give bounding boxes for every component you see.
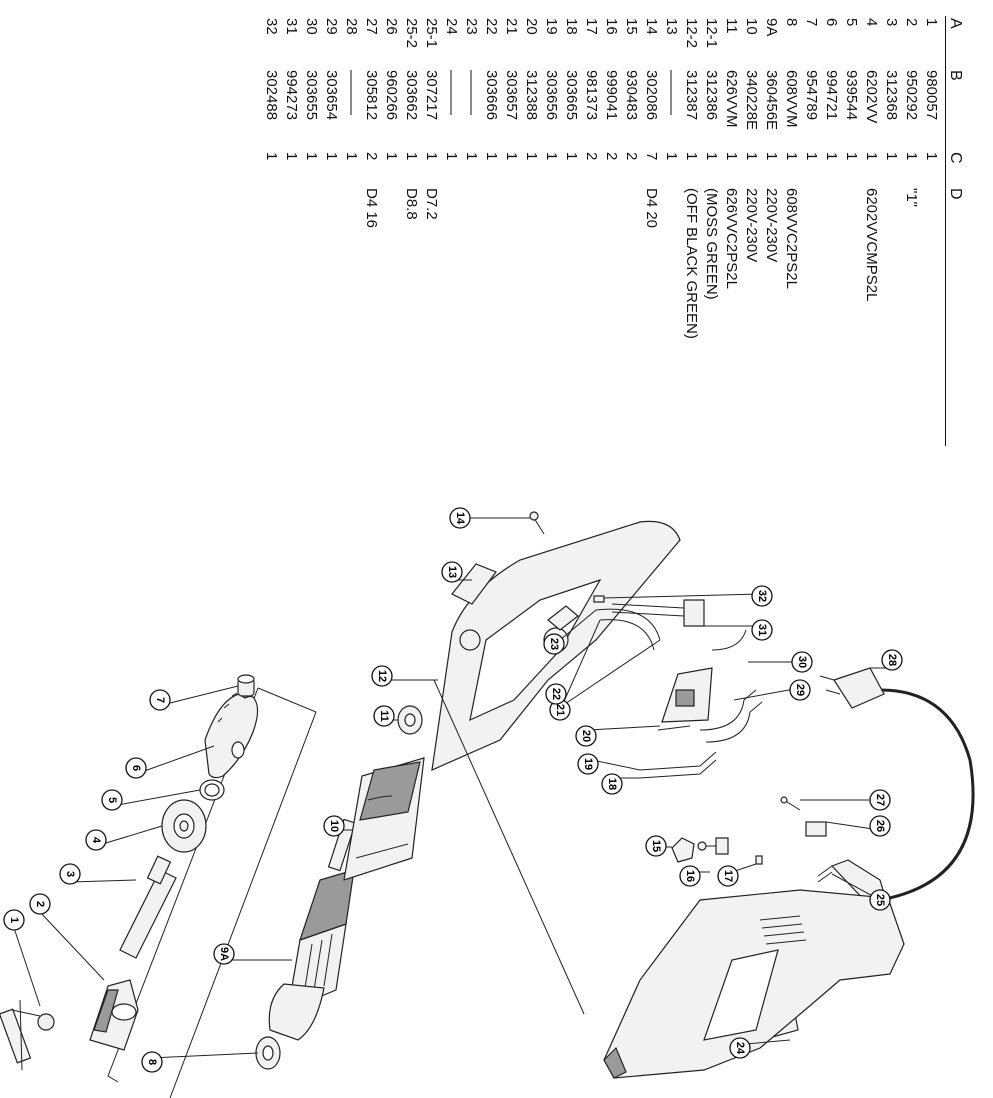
callout-label: 29 xyxy=(794,684,806,696)
callout-label: 3 xyxy=(64,871,76,877)
part-switch xyxy=(657,667,713,731)
callout-12: 12 xyxy=(371,665,393,687)
callout-label: 10 xyxy=(328,820,340,832)
part-noise-suppressor xyxy=(611,599,705,627)
callout-20: 20 xyxy=(575,725,597,747)
callout-label: 27 xyxy=(874,794,886,806)
part-chuck-key xyxy=(0,999,55,1071)
callout-22: 22 xyxy=(545,683,567,705)
callout-11: 11 xyxy=(373,705,395,727)
callout-label: 12 xyxy=(376,670,388,682)
callout-29: 29 xyxy=(789,679,811,701)
callout-2: 2 xyxy=(29,893,51,915)
callout-1: 1 xyxy=(3,909,25,931)
part-retaining-ring xyxy=(199,779,225,801)
part-chuck xyxy=(89,979,139,1051)
callout-label: 9A xyxy=(218,947,230,961)
callout-label: 26 xyxy=(874,820,886,832)
callout-label: 19 xyxy=(582,758,594,770)
callout-label: 14 xyxy=(454,512,466,525)
callout-label: 8 xyxy=(146,1059,158,1065)
callout-label: 16 xyxy=(684,870,696,882)
callout-28: 28 xyxy=(881,649,903,671)
part-tool-body xyxy=(603,889,905,1079)
callout-label: 7 xyxy=(154,697,166,703)
callout-17: 17 xyxy=(717,865,739,887)
callout-18: 18 xyxy=(601,773,623,795)
part-cord-clamp xyxy=(805,821,827,837)
callout-15: 15 xyxy=(645,835,667,857)
callout-label: 13 xyxy=(446,566,458,578)
gear-group-outline xyxy=(107,687,317,1098)
callout-label: 30 xyxy=(796,656,808,668)
callout-3: 3 xyxy=(59,863,81,885)
part-bushing xyxy=(237,674,255,697)
part-gear xyxy=(204,692,259,779)
callout-32: 32 xyxy=(751,585,773,607)
callout-label: 25 xyxy=(874,894,886,906)
callout-label: 2 xyxy=(34,901,46,907)
callout-10: 10 xyxy=(323,815,345,837)
part-small-label xyxy=(547,605,579,631)
callout-31: 31 xyxy=(751,619,773,641)
callout-label: 31 xyxy=(756,624,768,636)
part-terminal xyxy=(593,595,605,603)
part-bearing-608 xyxy=(255,1036,281,1070)
callout-8: 8 xyxy=(141,1051,163,1073)
part-armature xyxy=(268,818,357,1041)
callout-label: 1 xyxy=(8,917,20,923)
callout-label: 11 xyxy=(378,710,390,722)
part-label-plate xyxy=(451,563,497,605)
part-carbon-brush xyxy=(697,837,729,855)
callout-label: 6 xyxy=(130,765,142,771)
callout-label: 23 xyxy=(548,638,560,650)
part-field-coil xyxy=(343,757,425,881)
callout-label: 28 xyxy=(886,654,898,666)
callout-9a: 9A xyxy=(213,943,235,965)
callout-16: 16 xyxy=(679,865,701,887)
callout-label: 20 xyxy=(580,730,592,742)
callout-5: 5 xyxy=(101,789,123,811)
callout-label: 4 xyxy=(90,837,102,844)
callout-7: 7 xyxy=(149,689,171,711)
callout-13: 13 xyxy=(441,561,463,583)
part-wire-leads-18-19 xyxy=(639,751,717,779)
part-wire-leads-29-30 xyxy=(699,629,763,743)
callout-26: 26 xyxy=(869,815,891,837)
part-brush-holder xyxy=(671,837,695,863)
callout-label: 22 xyxy=(550,688,562,700)
part-bearing-626 xyxy=(397,705,423,735)
callout-4: 4 xyxy=(85,829,107,851)
part-clamp-screw xyxy=(780,796,801,811)
callout-14: 14 xyxy=(449,507,471,529)
callout-label: 32 xyxy=(756,590,768,602)
callout-label: 17 xyxy=(722,870,734,882)
callout-24: 24 xyxy=(729,1037,751,1059)
part-spindle xyxy=(119,855,177,959)
callout-label: 21 xyxy=(554,704,566,716)
callout-label: 15 xyxy=(650,840,662,852)
callout-6: 6 xyxy=(125,757,147,779)
callout-30: 30 xyxy=(791,651,813,673)
callout-23: 23 xyxy=(543,633,565,655)
callout-label: 5 xyxy=(106,797,118,803)
part-screw xyxy=(529,511,545,535)
callout-label: 24 xyxy=(734,1042,746,1055)
part-brush-cap xyxy=(755,855,763,865)
part-wire-leads-21-22 xyxy=(595,608,661,651)
callout-label: 18 xyxy=(606,778,618,790)
callout-25: 25 xyxy=(869,889,891,911)
callout-27: 27 xyxy=(869,789,891,811)
part-power-cord xyxy=(819,667,975,902)
part-ball-bearing xyxy=(161,799,207,853)
callout-19: 19 xyxy=(577,753,599,775)
